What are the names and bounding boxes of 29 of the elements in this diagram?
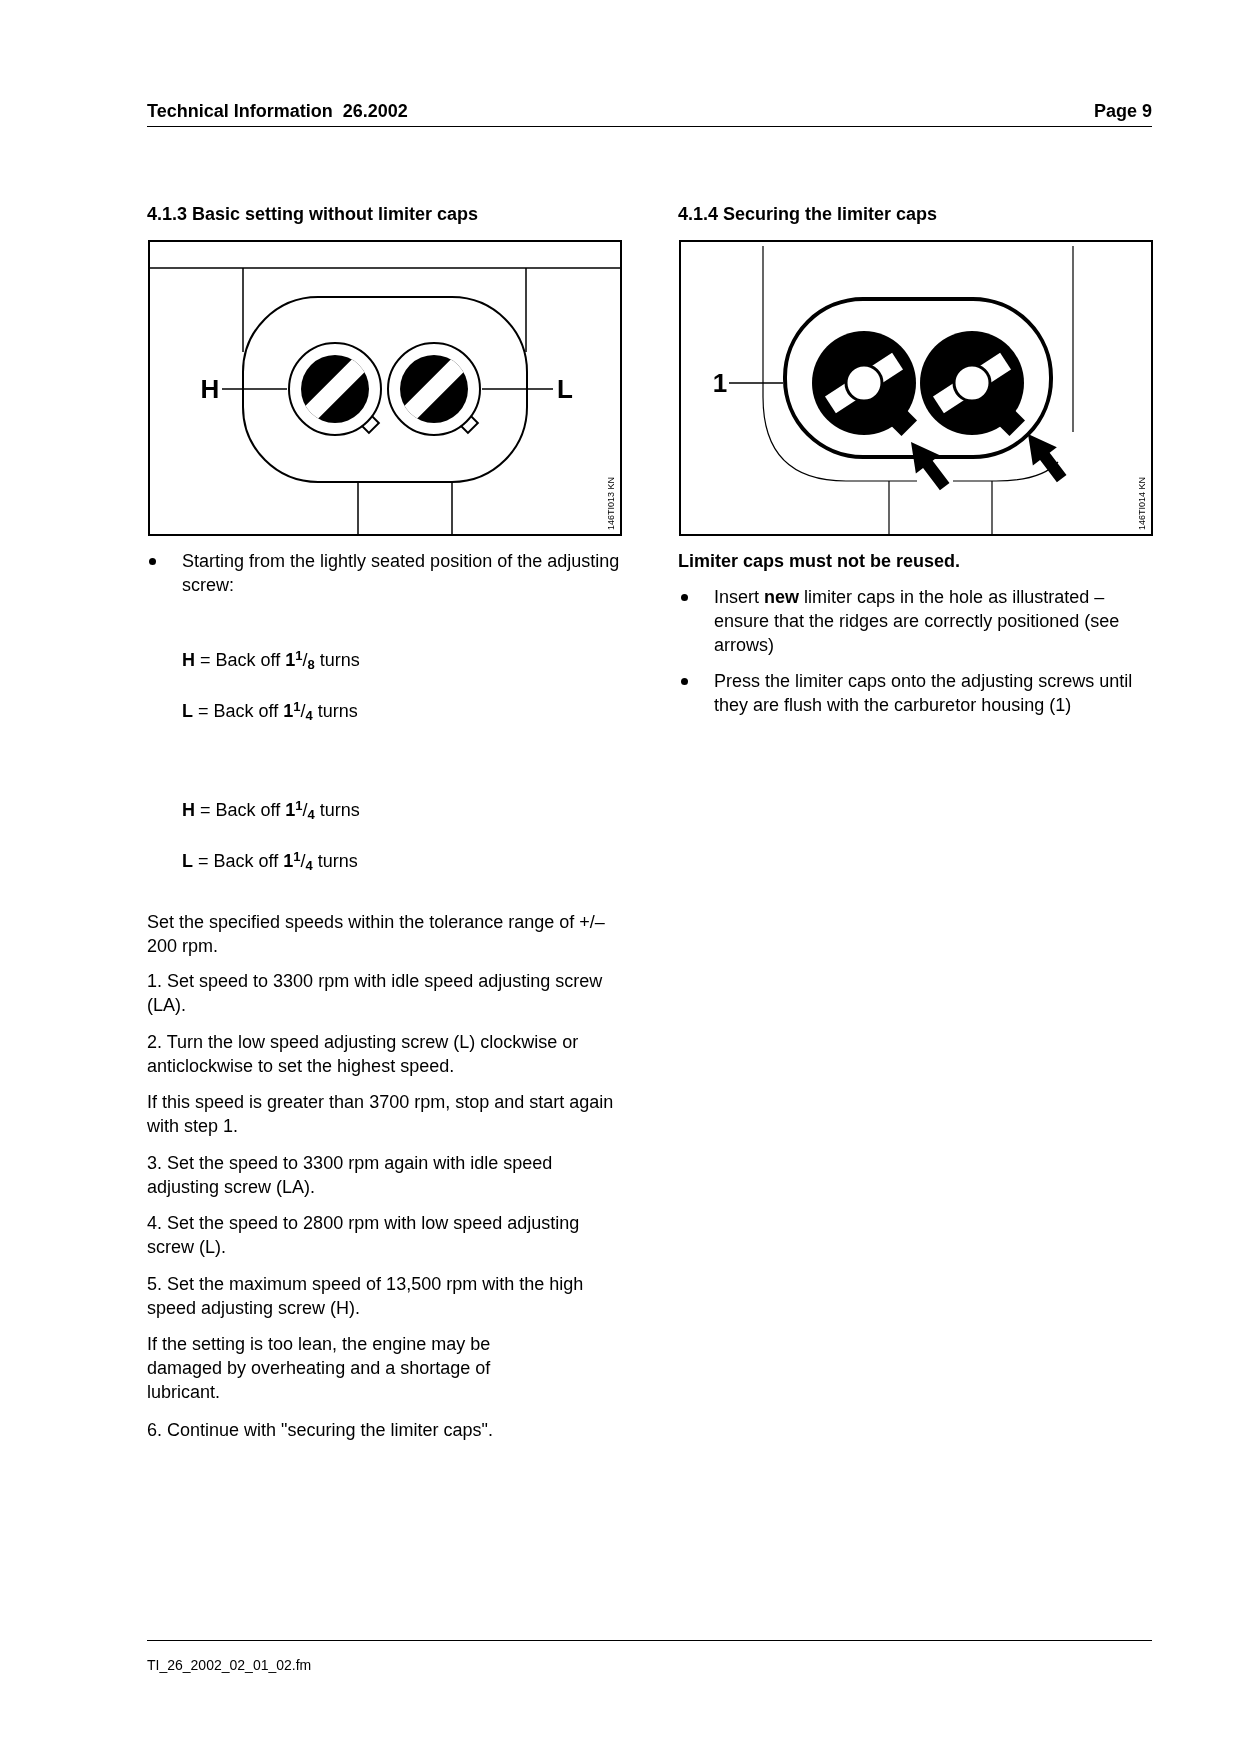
section-heading: Limiter caps must not be reused. — [678, 550, 962, 573]
leader-line — [728, 382, 784, 384]
header-title: Technical Information 26.2002 — [147, 100, 408, 123]
bullet-text: Insert new limiter caps in the hole as illustrated – ensure that the ridges are correctly positioned (see arrows) — [714, 586, 1121, 657]
adjusting-screw — [386, 341, 482, 437]
figure-code: 146TI014 KN — [1137, 476, 1147, 530]
body-text: H = Back off 1$^{1}$/$_{4}$ turns — [182, 798, 361, 822]
body-text: L = Back off 1$^{1}$/$_{4}$ turns — [182, 699, 359, 723]
body-text: 3. Set the speed to 3300 rpm again with idle speed adjusting screw (LA). — [147, 1152, 554, 1199]
body-text: 2. Turn the low speed adjusting screw (L) clockwise or anticlockwise to set the highest speed. — [147, 1031, 580, 1078]
section-heading: 4.1.3 Basic setting without limiter caps — [147, 203, 480, 226]
body-text: If the setting is too lean, the engine may be damaged by overheating and a shortage of lubricant. — [147, 1333, 492, 1404]
body-text: H = Back off 1$^{1}$/$_{8}$ turns — [182, 648, 361, 672]
footer-text: TI_26_2002_02_01_02.fm — [147, 1656, 313, 1674]
body-text: 1. Set speed to 3300 rpm with idle speed adjusting screw (LA). — [147, 970, 604, 1017]
leader-line — [481, 388, 554, 390]
bullet-text: Press the limiter caps onto the adjusting screws until they are flush with the carburetor housing (1) — [714, 670, 1134, 717]
body-text: L = Back off 1$^{1}$/$_{4}$ turns — [182, 849, 359, 873]
body-text: If this speed is greater than 3700 rpm, stop and start again with step 1. — [147, 1091, 615, 1138]
bullet-text: Starting from the lightly seated position of the adjusting screw: — [182, 550, 621, 597]
leader-line — [221, 388, 288, 390]
figure-code: 146TI013 KN — [606, 476, 616, 530]
body-text: 6. Continue with "securing the limiter caps". — [147, 1419, 494, 1442]
adjusting-screw — [287, 341, 383, 437]
section-heading: 4.1.4 Securing the limiter caps — [678, 203, 939, 226]
body-text: Set the specified speeds within the tolerance range of +/– 200 rpm. — [147, 911, 606, 958]
page-number: Page 9 — [1093, 100, 1152, 123]
body-text: 5. Set the maximum speed of 13,500 rpm with the high speed adjusting screw (H). — [147, 1273, 585, 1320]
body-text: 4. Set the speed to 2800 rpm with low speed adjusting screw (L). — [147, 1212, 581, 1259]
